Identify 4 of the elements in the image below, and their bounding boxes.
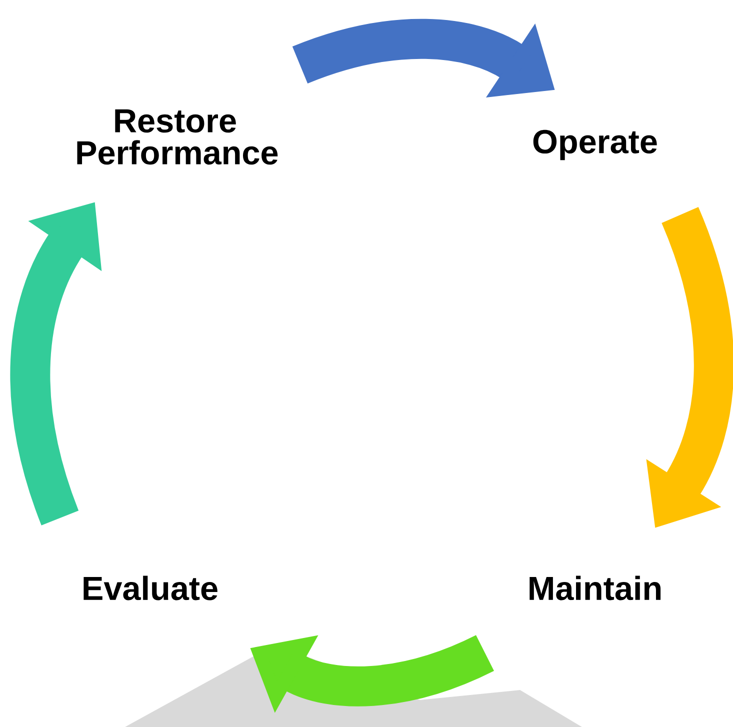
step-label: Maintain (530, 576, 661, 600)
step-label: Restore Performance (77, 109, 278, 165)
step-label: Operate (533, 130, 657, 160)
step-label: Evaluate (84, 576, 218, 600)
